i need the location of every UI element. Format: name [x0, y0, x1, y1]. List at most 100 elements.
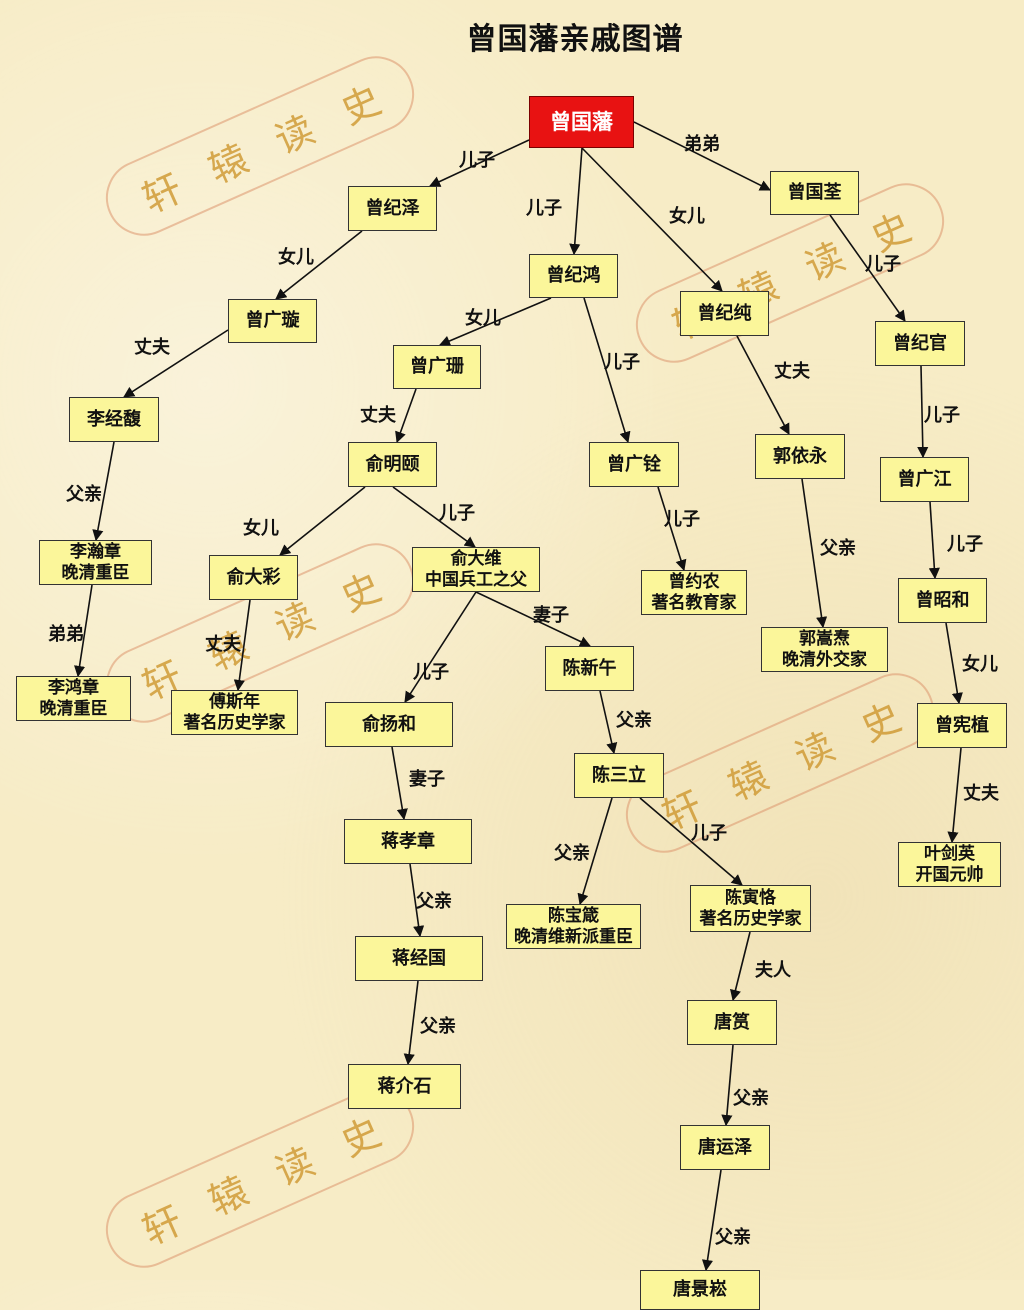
edge-layer: [73, 121, 963, 1272]
relation-edge: [438, 297, 552, 347]
relation-edge: [569, 147, 583, 256]
person-name: 曾纪官: [893, 332, 947, 354]
person-name: 曾广珊: [410, 356, 464, 377]
person-name: 蒋介石: [377, 1075, 432, 1097]
relation-label: 儿子: [439, 503, 475, 524]
relation-edge: [279, 486, 366, 556]
person-node-chensanli: 陈三立: [574, 753, 664, 798]
relation-label: 父亲: [616, 710, 652, 731]
person-name: 曾国藩: [550, 110, 613, 134]
person-node-yudawei: 俞大维中国兵工之父: [412, 547, 540, 592]
person-note: 开国元帅: [915, 864, 984, 885]
person-node-lijingfu: 李经馥: [69, 397, 159, 442]
relation-edge: [392, 486, 476, 548]
person-name: 俞大彩: [226, 566, 281, 588]
person-node-chenxinwu: 陈新午: [545, 646, 634, 691]
relation-label: 弟弟: [684, 134, 720, 155]
relation-label: 丈夫: [134, 337, 170, 358]
person-note: 中国兵工之父: [425, 569, 527, 590]
person-name: 陈三立: [592, 764, 646, 786]
relation-label: 儿子: [413, 662, 449, 683]
relation-edge: [275, 230, 363, 300]
person-name: 陈寅恪: [725, 887, 776, 908]
person-name: 俞明颐: [365, 453, 420, 475]
relation-label: 女儿: [465, 308, 501, 329]
person-name: 俞扬和: [362, 713, 416, 735]
relation-label: 妻子: [533, 605, 569, 626]
relation-label: 女儿: [243, 518, 279, 539]
person-name: 陈新午: [562, 657, 617, 679]
person-node-chenyinke: 陈寅恪著名历史学家: [690, 885, 811, 932]
relation-edge: [391, 746, 408, 821]
person-node-zengguangquan: 曾广铨: [589, 442, 679, 487]
relation-label: 女儿: [669, 206, 705, 227]
relation-label: 父亲: [554, 843, 590, 864]
person-node-jiangxiaozhang: 蒋孝章: [344, 819, 472, 864]
person-node-zengjihong: 曾纪鸿: [529, 254, 618, 298]
person-name: 曾约农: [668, 571, 720, 592]
relation-label: 父亲: [66, 484, 102, 505]
relation-edge: [928, 501, 940, 580]
relation-label: 儿子: [604, 352, 640, 373]
person-node-zengjiguan: 曾纪官: [875, 321, 965, 366]
relation-label: 父亲: [420, 1016, 456, 1037]
person-name: 唐筼: [714, 1011, 750, 1033]
relation-edge: [409, 863, 425, 938]
person-name: 曾广江: [897, 468, 952, 490]
person-name: 唐运泽: [698, 1136, 752, 1158]
person-node-yuyanghe: 俞扬和: [325, 702, 453, 747]
kinship-diagram: 曾国藩亲戚图谱 轩辕读史轩辕读史轩辕读史轩辕读史轩辕读史 曾国藩曾国荃曾纪泽曾纪…: [16, 22, 1007, 1310]
relation-label: 儿子: [691, 823, 727, 844]
person-name: 陈宝箴: [548, 905, 599, 926]
relation-label: 儿子: [664, 509, 700, 530]
person-name: 李经馥: [87, 408, 141, 430]
person-note: 晚清外交家: [782, 649, 867, 670]
person-name: 曾国荃: [787, 182, 842, 203]
relation-edge: [583, 297, 631, 444]
relation-edge: [945, 622, 963, 705]
relation-label: 丈夫: [963, 783, 999, 804]
person-note: 晚清重臣: [61, 562, 130, 583]
relation-label: 妻子: [409, 769, 445, 790]
person-node-lihongzhang: 李鸿章晚清重臣: [16, 676, 131, 721]
diagram-title: 曾国藩亲戚图谱: [466, 22, 684, 57]
relation-edge: [92, 441, 115, 542]
person-node-zengjichun: 曾纪纯: [680, 291, 769, 336]
person-name: 曾广铨: [607, 453, 661, 475]
relation-label: 儿子: [924, 405, 960, 426]
relation-edge: [829, 214, 906, 322]
relation-label: 儿子: [865, 254, 901, 275]
person-name: 曾广璇: [245, 310, 300, 331]
person-name: 蒋经国: [392, 947, 446, 969]
relation-edge: [947, 747, 962, 844]
person-node-yejianying: 叶剑英开国元帅: [898, 842, 1001, 887]
person-node-yudacai: 俞大彩: [209, 555, 298, 600]
person-name: 叶剑英: [924, 843, 975, 864]
person-name: 唐景崧: [673, 1279, 727, 1300]
person-node-chenbaozhen: 陈宝箴晚清维新派重臣: [506, 904, 641, 949]
person-node-jiangjingguo: 蒋经国: [355, 936, 483, 981]
person-note: 著名教育家: [651, 592, 737, 613]
person-node-zengyuenong: 曾约农著名教育家: [641, 570, 747, 615]
person-node-guosongtao: 郭嵩焘晚清外交家: [761, 627, 888, 672]
person-name: 曾昭和: [915, 589, 970, 611]
relation-label: 父亲: [820, 538, 856, 559]
relation-label: 夫人: [755, 960, 791, 981]
relation-label: 丈夫: [360, 405, 396, 426]
person-node-jiangjieshi: 蒋介石: [348, 1064, 461, 1109]
person-node-zengguoquan: 曾国荃: [770, 171, 859, 215]
relation-edge: [721, 1044, 734, 1127]
relation-edge: [428, 139, 530, 187]
person-name: 曾宪植: [935, 714, 989, 736]
relation-edge: [123, 329, 229, 398]
relation-label: 儿子: [459, 150, 495, 171]
relation-label: 弟弟: [48, 624, 84, 645]
person-name: 曾纪泽: [365, 197, 420, 219]
relation-label: 父亲: [416, 891, 452, 912]
person-node-guoyiyong: 郭依永: [755, 434, 845, 479]
relation-edge: [639, 797, 743, 886]
person-note: 著名历史学家: [699, 908, 802, 929]
person-node-zengguofan: 曾国藩: [529, 96, 634, 148]
person-node-tangyun: 唐筼: [687, 1000, 777, 1045]
relation-label: 丈夫: [205, 634, 241, 655]
